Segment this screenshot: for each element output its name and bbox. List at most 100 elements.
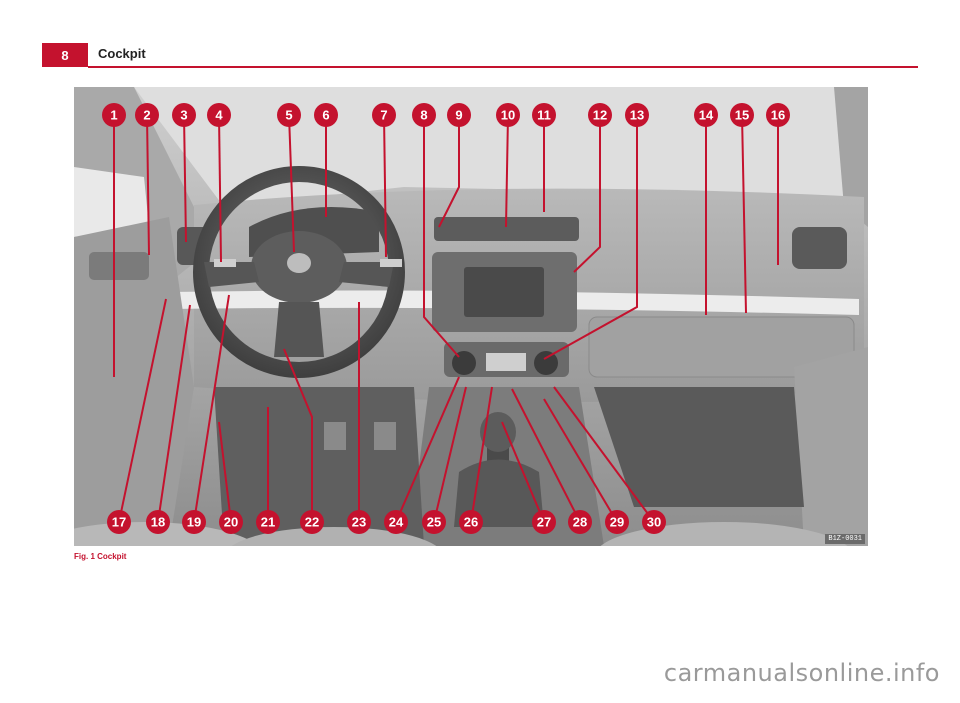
- callout-5: 5: [277, 103, 301, 127]
- callout-circle: [532, 510, 556, 534]
- callout-circle: [219, 510, 243, 534]
- section-title: Cockpit: [98, 46, 146, 61]
- callout-number: 18: [151, 515, 165, 530]
- callout-circle: [730, 103, 754, 127]
- callout-25: 25: [422, 510, 446, 534]
- callout-number: 29: [610, 515, 624, 530]
- callout-2: 2: [135, 103, 159, 127]
- page-number: 8: [42, 43, 88, 67]
- callout-number: 19: [187, 515, 201, 530]
- callout-1: 1: [102, 103, 126, 127]
- callout-circle: [277, 103, 301, 127]
- callout-8: 8: [412, 103, 436, 127]
- cockpit-drawing: [74, 87, 868, 546]
- callout-number: 27: [537, 515, 551, 530]
- callout-circle: [412, 103, 436, 127]
- callout-7: 7: [372, 103, 396, 127]
- callout-circle: [605, 510, 629, 534]
- callout-11: 11: [532, 103, 556, 127]
- callout-number: 16: [771, 108, 785, 123]
- callout-circle: [256, 510, 280, 534]
- callout-number: 3: [180, 108, 187, 123]
- callout-number: 25: [427, 515, 441, 530]
- callout-circle: [135, 103, 159, 127]
- callout-3: 3: [172, 103, 196, 127]
- header-rule: [88, 66, 918, 68]
- callout-22: 22: [300, 510, 324, 534]
- callout-circle: [314, 103, 338, 127]
- callout-number: 9: [455, 108, 462, 123]
- callout-number: 15: [735, 108, 749, 123]
- callout-17: 17: [107, 510, 131, 534]
- callout-circle: [172, 103, 196, 127]
- callout-number: 26: [464, 515, 478, 530]
- callout-26: 26: [459, 510, 483, 534]
- callout-19: 19: [182, 510, 206, 534]
- figure-caption: Fig. 1 Cockpit: [74, 552, 127, 561]
- callout-circle: [182, 510, 206, 534]
- callout-28: 28: [568, 510, 592, 534]
- callout-number: 12: [593, 108, 607, 123]
- callout-number: 17: [112, 515, 126, 530]
- callout-number: 7: [380, 108, 387, 123]
- callout-circle: [422, 510, 446, 534]
- callout-10: 10: [496, 103, 520, 127]
- callout-number: 5: [285, 108, 292, 123]
- callout-circle: [102, 103, 126, 127]
- callout-16: 16: [766, 103, 790, 127]
- callout-leaders: [113, 114, 779, 523]
- callout-6: 6: [314, 103, 338, 127]
- callout-20: 20: [219, 510, 243, 534]
- callout-13: 13: [625, 103, 649, 127]
- callout-number: 21: [261, 515, 275, 530]
- callout-30: 30: [642, 510, 666, 534]
- callout-circle: [107, 510, 131, 534]
- callout-circle: [766, 103, 790, 127]
- callout-circle: [300, 510, 324, 534]
- callout-number: 30: [647, 515, 661, 530]
- figure-code: B1Z-0031: [825, 534, 865, 544]
- callout-circle: [532, 103, 556, 127]
- callout-number: 4: [215, 108, 223, 123]
- callout-number: 23: [352, 515, 366, 530]
- callout-number: 24: [389, 515, 404, 530]
- callout-9: 9: [447, 103, 471, 127]
- callout-circle: [447, 103, 471, 127]
- callout-circle: [625, 103, 649, 127]
- callout-circle: [384, 510, 408, 534]
- callout-24: 24: [384, 510, 408, 534]
- callout-number: 8: [420, 108, 427, 123]
- callout-number: 10: [501, 108, 515, 123]
- callout-number: 14: [699, 108, 714, 123]
- callout-18: 18: [146, 510, 170, 534]
- callout-23: 23: [347, 510, 371, 534]
- callout-circle: [146, 510, 170, 534]
- callout-21: 21: [256, 510, 280, 534]
- callout-circle: [347, 510, 371, 534]
- callout-circle: [588, 103, 612, 127]
- callout-14: 14: [694, 103, 718, 127]
- callout-circle: [568, 510, 592, 534]
- callout-number: 11: [537, 108, 551, 123]
- callout-circle: [694, 103, 718, 127]
- callout-circle: [496, 103, 520, 127]
- callout-number: 28: [573, 515, 587, 530]
- callout-circle: [372, 103, 396, 127]
- callout-circle: [642, 510, 666, 534]
- callout-number: 13: [630, 108, 644, 123]
- callout-circle: [459, 510, 483, 534]
- callout-number: 22: [305, 515, 319, 530]
- callout-27: 27: [532, 510, 556, 534]
- watermark-text: carmanualsonline.info: [663, 659, 940, 687]
- callout-12: 12: [588, 103, 612, 127]
- callout-number: 6: [322, 108, 329, 123]
- callout-number: 2: [143, 108, 150, 123]
- callout-number: 20: [224, 515, 238, 530]
- callout-29: 29: [605, 510, 629, 534]
- callout-number: 1: [110, 108, 117, 123]
- callout-15: 15: [730, 103, 754, 127]
- callout-circle: [207, 103, 231, 127]
- callout-4: 4: [207, 103, 231, 127]
